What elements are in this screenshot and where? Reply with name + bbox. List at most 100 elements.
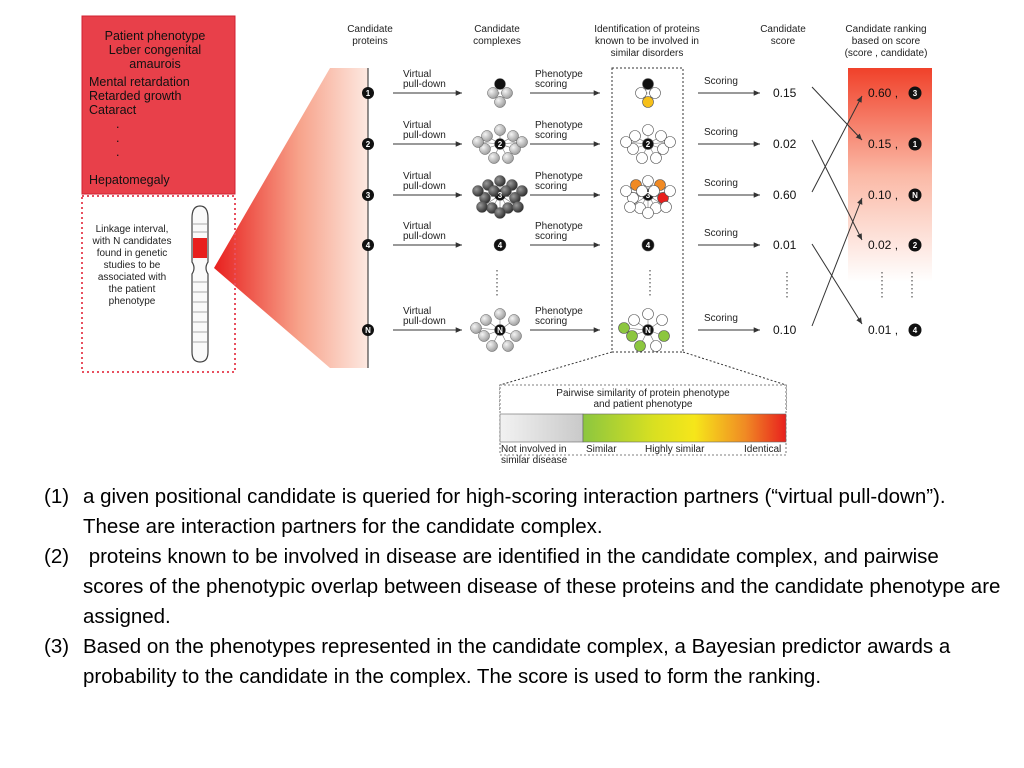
identified-protein xyxy=(641,238,655,252)
phenotype-box xyxy=(81,15,236,195)
phenotype-scoring-label: scoring xyxy=(535,130,567,141)
svg-text:and patient phenotype: and patient phenotype xyxy=(594,399,693,410)
complex-protein xyxy=(470,322,482,334)
legend-color-bar xyxy=(582,413,787,443)
pulldown-label: Virtual xyxy=(403,171,431,182)
identified-protein xyxy=(634,340,646,352)
complex-candidate-id: 3 xyxy=(498,191,503,200)
ranking-entry: 0.01 ,4 xyxy=(868,323,922,337)
identified-candidate-id: 2 xyxy=(646,140,651,149)
header-identification: Identification of proteins known to be i… xyxy=(594,24,700,59)
pulldown-label: Virtual xyxy=(403,306,431,317)
svg-text:Retarded growth: Retarded growth xyxy=(89,89,181,103)
svg-text:complexes: complexes xyxy=(473,36,521,47)
identified-protein xyxy=(656,314,668,326)
svg-text:Pairwise similarity of protein: Pairwise similarity of protein phenotype xyxy=(556,388,730,399)
identified-protein xyxy=(620,136,632,148)
complex-protein xyxy=(509,143,521,155)
ranking-id: 4 xyxy=(913,326,918,335)
complex-protein xyxy=(494,96,506,108)
identified-protein xyxy=(642,124,654,136)
identified-protein xyxy=(629,130,641,142)
identified-protein xyxy=(642,175,654,187)
identified-protein xyxy=(664,185,676,197)
complex-protein xyxy=(494,308,506,320)
phenotype-scoring-label: scoring xyxy=(535,181,567,192)
complex-protein xyxy=(481,130,493,142)
complex-protein xyxy=(476,201,488,213)
identified-protein xyxy=(618,322,630,334)
complex-protein xyxy=(478,330,490,342)
legend-grey-bar xyxy=(499,413,584,443)
candidate-score: 0.60 xyxy=(773,188,797,202)
svg-text:Leber congenital: Leber congenital xyxy=(109,43,201,57)
svg-text:Candidate: Candidate xyxy=(474,24,520,35)
identified-protein xyxy=(628,314,640,326)
identified-protein xyxy=(664,136,676,148)
candidate-score: 0.15 xyxy=(773,86,797,100)
svg-text:Candidate: Candidate xyxy=(347,24,393,35)
identified-protein xyxy=(650,152,662,164)
svg-text:found in genetic: found in genetic xyxy=(97,248,168,259)
svg-text:with N candidates: with N candidates xyxy=(92,236,172,247)
ranking-score: 0.60 , xyxy=(868,86,898,100)
candidate-marker xyxy=(362,138,374,150)
ranking-id-marker xyxy=(908,188,922,202)
identified-protein xyxy=(636,152,648,164)
complex-protein xyxy=(494,207,506,219)
identified-protein xyxy=(626,330,638,342)
candidate-row: 4Virtualpull-down4Phenotypescoring4Scori… xyxy=(362,221,797,252)
phenotype-scoring-label: Phenotype xyxy=(535,171,583,182)
phenotype-scoring-label: Phenotype xyxy=(535,69,583,80)
pulldown-label: pull-down xyxy=(403,130,446,141)
linkage-fan xyxy=(214,68,368,368)
identified-protein xyxy=(642,96,654,108)
complex-protein xyxy=(516,136,528,148)
ranking-entry: 0.60 ,3 xyxy=(868,86,922,100)
complex-protein xyxy=(516,185,528,197)
svg-text:Candidate: Candidate xyxy=(760,24,806,35)
legend-not-involved-1: Not involved in xyxy=(501,444,567,455)
identified-candidate-id: N xyxy=(645,326,651,335)
svg-text:(score , candidate): (score , candidate) xyxy=(845,48,928,59)
complex-protein xyxy=(493,238,507,252)
complex-candidate-id: N xyxy=(497,326,503,335)
complex-candidate-id: 2 xyxy=(498,140,503,149)
svg-text:Candidate ranking: Candidate ranking xyxy=(845,24,926,35)
ranking-id-marker xyxy=(908,137,922,151)
identified-protein xyxy=(655,130,667,142)
identified-protein xyxy=(624,201,636,213)
complex-protein xyxy=(479,143,491,155)
svg-text:studies to be: studies to be xyxy=(104,260,161,271)
ranking-score: 0.15 , xyxy=(868,137,898,151)
complex-protein xyxy=(488,152,500,164)
identified-protein xyxy=(657,143,669,155)
pulldown-label: Virtual xyxy=(403,120,431,131)
linkage-text: Linkage interval, with N candidates foun… xyxy=(92,224,172,307)
candidate-rows: 1Virtualpull-down1Phenotypescoring1Scori… xyxy=(362,69,797,352)
identified-protein xyxy=(650,340,662,352)
scoring-label: Scoring xyxy=(704,313,738,324)
complex-protein xyxy=(508,314,520,326)
identified-protein xyxy=(620,185,632,197)
phenotype-scoring-label: Phenotype xyxy=(535,221,583,232)
phenotype-scoring-label: scoring xyxy=(535,231,567,242)
explanation-text: (1)a given positional candidate is queri… xyxy=(44,482,1004,692)
scoring-label: Scoring xyxy=(704,178,738,189)
candidate-id: 2 xyxy=(366,140,371,149)
identified-protein xyxy=(636,185,648,197)
complex-protein xyxy=(486,340,498,352)
svg-text:score: score xyxy=(771,36,796,47)
phenotype-traits: Mental retardation Retarded growth Catar… xyxy=(89,75,190,187)
identified-protein xyxy=(648,185,660,197)
linkage-box xyxy=(81,195,236,373)
svg-text:Linkage interval,: Linkage interval, xyxy=(96,224,169,235)
identified-protein xyxy=(660,201,672,213)
complex-protein xyxy=(480,314,492,326)
candidate-row: 1Virtualpull-down1Phenotypescoring1Scori… xyxy=(362,69,797,108)
identified-protein xyxy=(658,330,670,342)
phenotype-scoring-label: scoring xyxy=(535,79,567,90)
complex-protein xyxy=(502,152,514,164)
identified-protein xyxy=(642,78,654,90)
complex-protein xyxy=(488,185,500,197)
